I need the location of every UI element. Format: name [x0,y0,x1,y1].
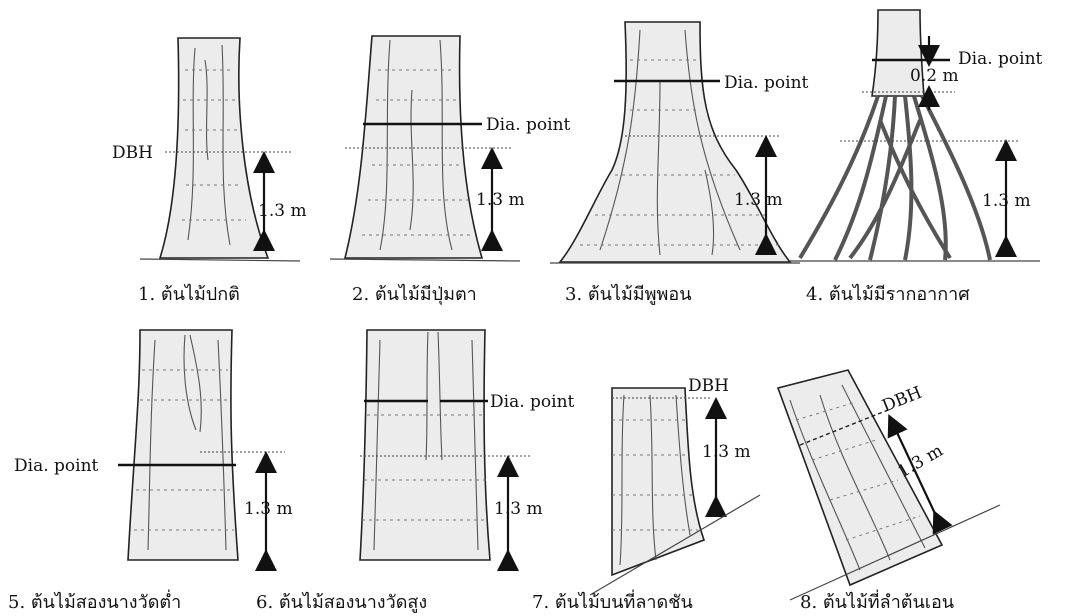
dbh-label-1: DBH [112,143,153,163]
dia-point-label-4: Dia. point [958,49,1043,69]
dbh-label-7: DBH [688,376,729,396]
height-label-4b: 0.2 m [910,66,959,86]
aerial-roots [800,96,990,260]
trunk-5 [128,330,238,560]
trunk-1 [160,38,268,258]
caption-1: 1. ต้นไม้ปกติ [138,283,240,305]
dia-point-label-5: Dia. point [14,456,99,476]
trunk-3 [560,22,790,262]
height-label-5: 1.3 m [244,499,293,519]
height-label-2: 1.3 m [476,190,525,210]
trunk-7 [612,388,704,575]
caption-5: 5. ต้นไม้สองนางวัดต่ำ [8,589,181,613]
height-label-8: 1.3 m [895,441,947,483]
trunk-2 [345,36,482,258]
panel-4-aerial-root-tree: Dia. point 0.2 m 1.3 m 4. ต้นไม้มีรากอาก… [790,10,1043,305]
panel-5-fork-low: Dia. point 1.3 m 5. ต้นไม้สองนางวัดต่ำ [8,330,293,613]
height-label-6: 1.3 m [494,499,543,519]
caption-7: 7. ต้นไม้บนที่ลาดชัน [532,589,693,613]
dia-point-label-3: Dia. point [724,73,809,93]
height-label-1: 1.3 m [258,201,307,221]
panel-1-normal-tree: DBH 1.3 m 1. ต้นไม้ปกติ [112,38,307,305]
panel-3-buttress-tree: Dia. point 1.3 m 3. ต้นไม้มีพูพอน [550,22,809,305]
caption-8: 8. ต้นไม้ที่ลำต้นเอน [800,589,954,613]
panel-6-fork-high: Dia. point 1.3 m 6. ต้นไม้สองนางวัดสูง [256,330,575,613]
dbh-label-8: DBH [879,383,924,417]
height-label-4: 1.3 m [982,191,1031,211]
panel-8-leaning-tree: DBH 1.3 m 8. ต้นไม้ที่ลำต้นเอน [778,370,1000,613]
height-label-3: 1.3 m [734,190,783,210]
dia-point-label-6: Dia. point [490,392,575,412]
panel-2-burl-tree: Dia. point 1.3 m 2. ต้นไม้มีปุ่มตา [330,36,571,305]
caption-2: 2. ต้นไม้มีปุ่มตา [352,283,477,305]
caption-6: 6. ต้นไม้สองนางวัดสูง [256,591,427,613]
dia-point-label-2: Dia. point [486,115,571,135]
caption-4: 4. ต้นไม้มีรากอากาศ [806,283,970,305]
height-label-7: 1.3 m [702,442,751,462]
caption-3: 3. ต้นไม้มีพูพอน [565,283,692,305]
